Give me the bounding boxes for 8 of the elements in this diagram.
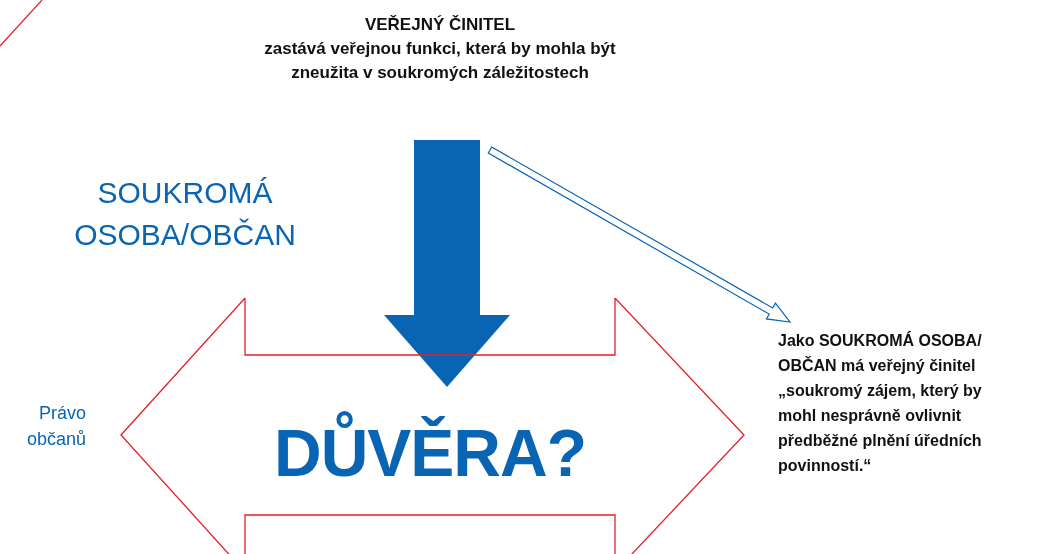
double-arrow-shape xyxy=(120,298,745,554)
outline-arrow xyxy=(487,146,792,323)
thick-arrow xyxy=(384,140,510,387)
heading: VEŘEJNÝ ČINITEL xyxy=(363,14,517,36)
note-text: Jako SOUKROMÁ OSOBA/ OBČAN má veřejný činitel „soukromý zájem, který by mohl nesprávně ovlivnit předběžné plnění úředních povinností.“ xyxy=(778,330,983,476)
group-label: SOUKROMÁ OSOBA/OBČAN xyxy=(73,175,297,253)
side-label: Právo občanů xyxy=(25,402,86,451)
description: zastává veřejnou funkci, která by mohla být zneužita v soukromých záležitostech xyxy=(263,38,617,84)
